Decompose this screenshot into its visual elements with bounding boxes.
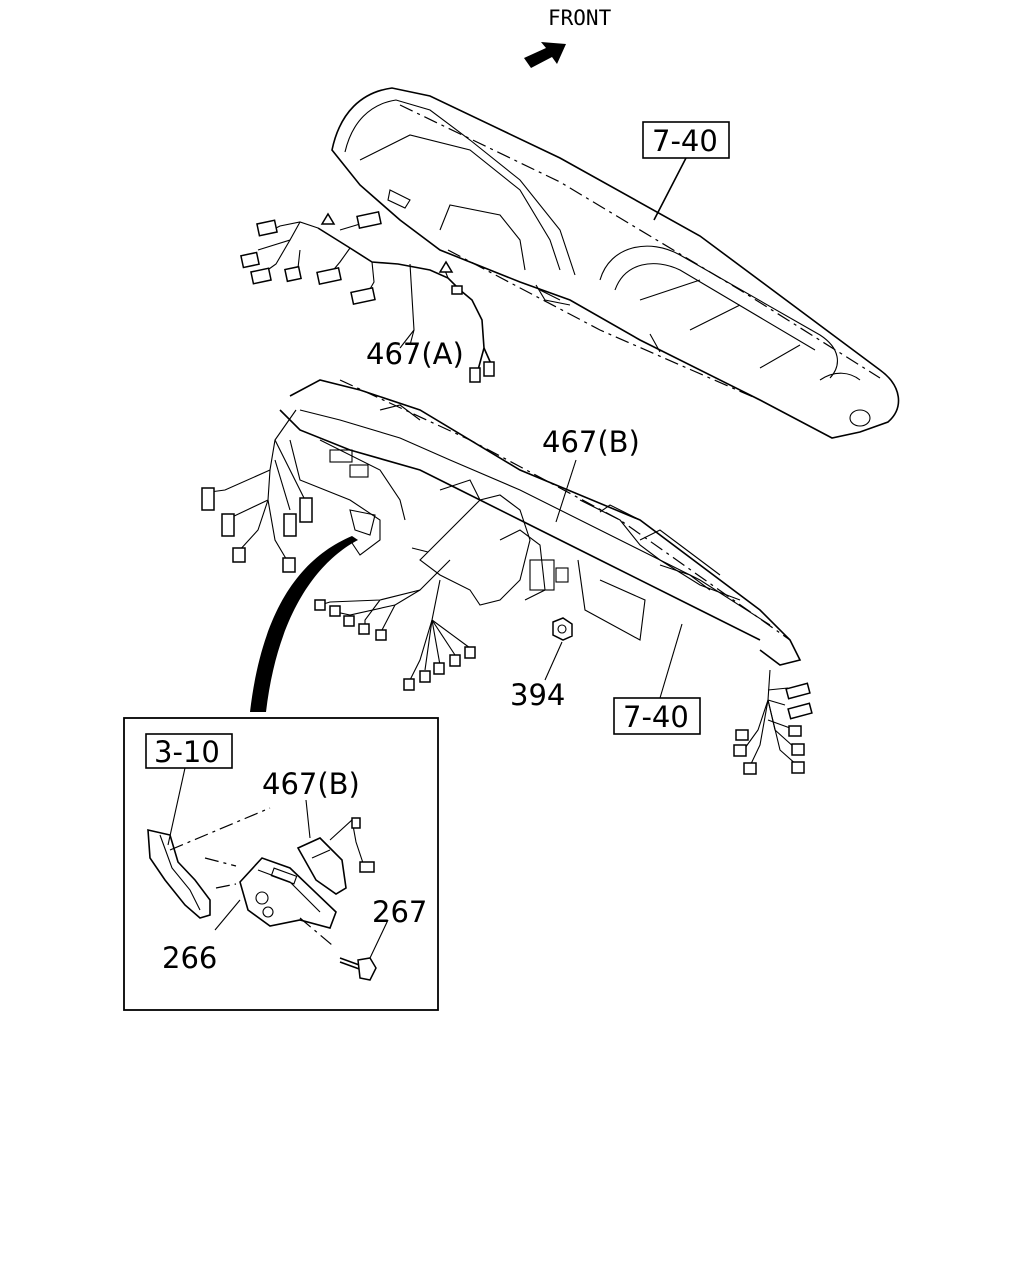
leader-467a [399,329,415,349]
ref-box-upper-panel: 7-40 [642,121,730,221]
harness-b-right-branches [733,669,813,775]
inset-detail: 3-10 [123,717,439,1011]
ref-box-lower-panel: 7-40 [613,623,701,735]
upper-instrument-panel [331,87,900,439]
ref-7-40-upper: 7-40 [652,124,718,158]
label-467b-inset: 467(B) [262,767,360,801]
label-467b: 467(B) [542,425,640,459]
front-arrow-icon [524,42,566,68]
ref-3-10: 3-10 [154,735,220,769]
label-467a: 467(A) [366,337,464,371]
label-394: 394 [510,678,565,712]
ref-7-40-lower: 7-40 [623,700,689,734]
front-label: FRONT [548,6,612,30]
harness-b-left-branches [201,409,313,573]
label-266: 266 [162,941,217,975]
label-267: 267 [372,895,427,929]
detail-arrow [250,536,358,712]
nut-394 [544,617,573,681]
lower-instrument-panel [279,379,802,666]
harness-b-center-branches [314,559,476,691]
leader-467b [555,459,577,523]
